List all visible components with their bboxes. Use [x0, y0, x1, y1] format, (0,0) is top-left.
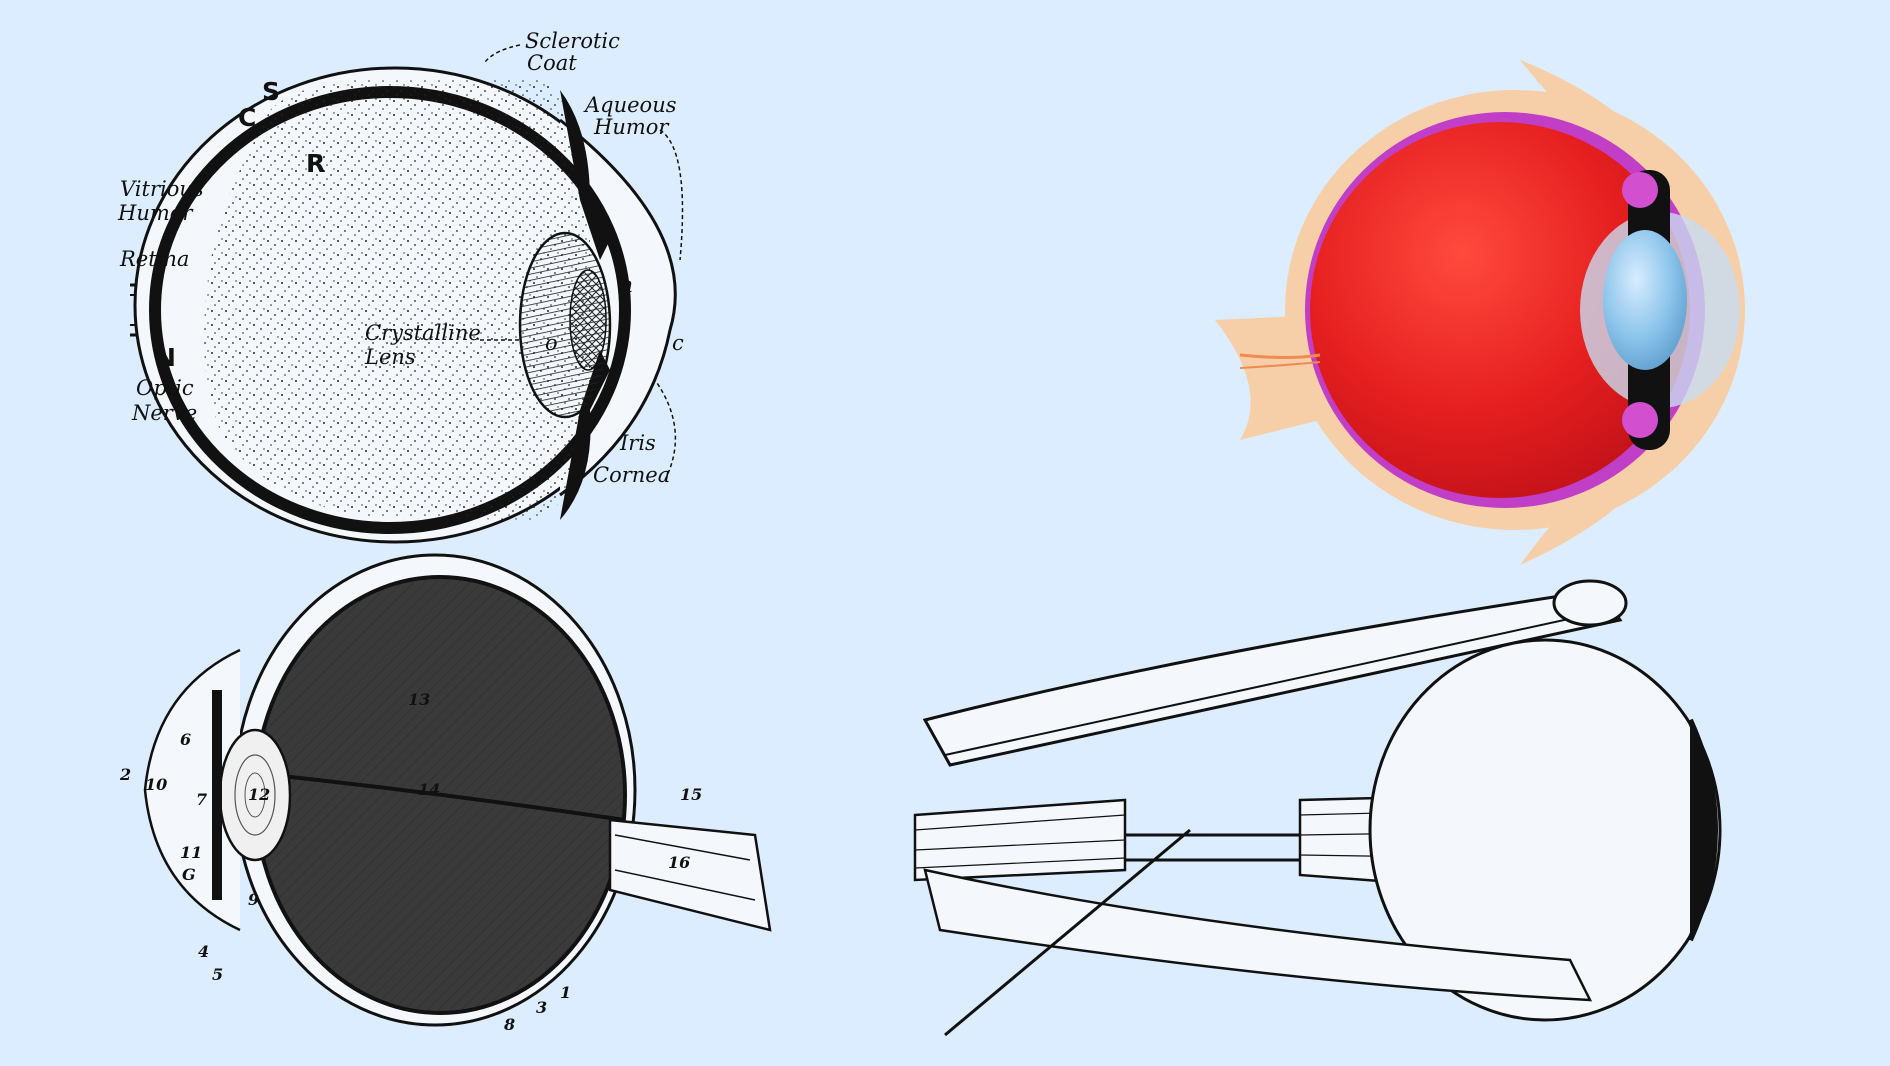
eye-engraving-section: 1 2 3 4 5 6 7 8 9 10 11 12 13 14 15 16 G	[119, 553, 772, 1034]
label-vitreous: Vitrious	[120, 177, 204, 201]
label-retina: Retina	[119, 247, 189, 271]
letter-o: o	[545, 331, 558, 355]
colored-eyeball-illustration	[1215, 60, 1745, 565]
eye-muscles-engraving	[913, 579, 1722, 1037]
number-10: 10	[145, 775, 167, 794]
number-4: 4	[198, 942, 209, 961]
label-coat: Coat	[527, 51, 577, 75]
letter-r: R	[306, 149, 325, 178]
number-1: 1	[560, 983, 571, 1002]
letter-c: C	[238, 103, 256, 132]
eye-cross-section-diagram: Sclerotic Coat Aqueous Humor Vitrious Hu…	[117, 29, 684, 544]
number-16: 16	[668, 853, 690, 872]
label-sclerotic: Sclerotic	[525, 29, 620, 53]
number-9: 9	[248, 890, 259, 909]
number-3: 3	[536, 998, 547, 1017]
label-optic: Optic	[136, 376, 194, 400]
number-11: 11	[180, 843, 202, 862]
number-12: 12	[248, 785, 270, 804]
label-cornea: Cornea	[593, 463, 670, 487]
letter-n: N	[155, 343, 176, 372]
letter-i: i	[618, 331, 625, 355]
number-14: 14	[418, 780, 440, 799]
label-vitreous-humor: Humor	[117, 201, 194, 225]
label-lens: Lens	[364, 345, 416, 369]
label-nerve: Nerve	[131, 401, 197, 425]
number-2: 2	[119, 765, 131, 784]
label-iris: Iris	[619, 431, 656, 455]
letter-s: S	[262, 77, 280, 106]
letter-c-cornea: c	[672, 331, 684, 355]
number-6: 6	[180, 730, 191, 749]
number-13: 13	[408, 690, 430, 709]
number-5: 5	[212, 965, 223, 984]
label-crystalline: Crystalline	[365, 321, 481, 345]
number-15: 15	[680, 785, 702, 804]
number-8: 8	[503, 1015, 515, 1034]
label-aqueous-humor: Humor	[593, 115, 670, 139]
letter-h: h	[620, 273, 634, 297]
number-7: 7	[196, 790, 207, 809]
letter-g: G	[182, 865, 196, 884]
label-aqueous: Aqueous	[583, 93, 677, 117]
